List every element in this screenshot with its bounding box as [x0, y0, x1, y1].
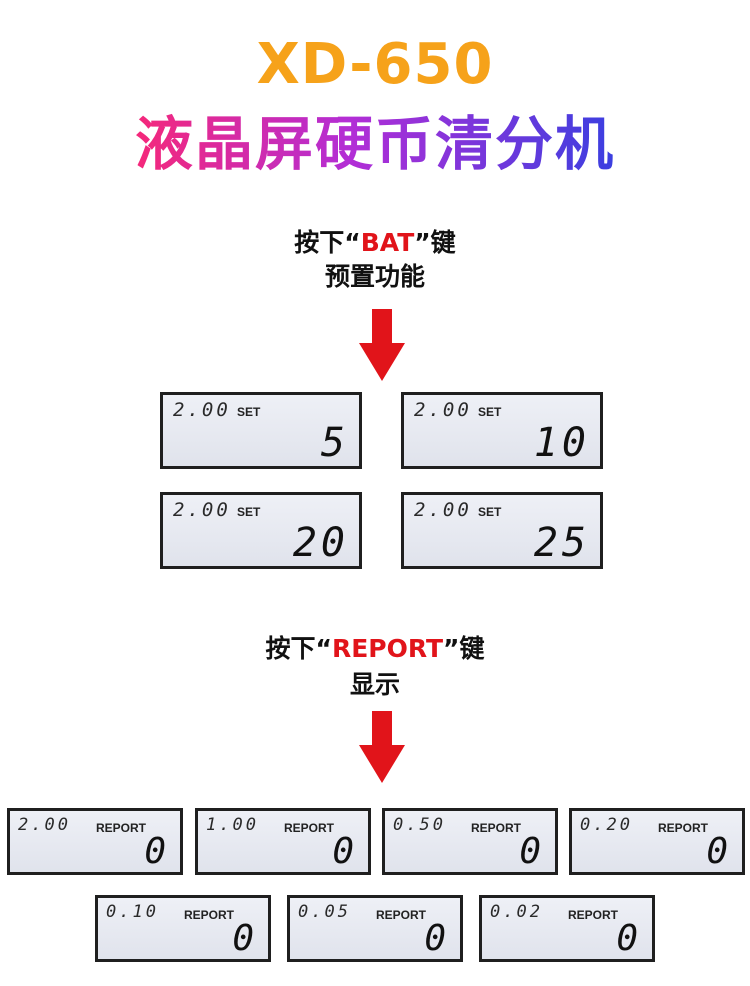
- denomination: 2.00: [18, 815, 71, 835]
- count-value: 5: [320, 420, 349, 466]
- mode-label: SET: [478, 505, 502, 519]
- count-value: 0: [332, 831, 358, 872]
- report-prefix: 按下“: [265, 634, 332, 663]
- bat-suffix: ”键: [414, 228, 456, 257]
- down-arrow-icon: [359, 309, 405, 381]
- mode-label: REPORT: [471, 821, 522, 835]
- lcd-display-report-6: 0.05 REPORT 0: [287, 895, 463, 962]
- count-value: 0: [616, 918, 642, 959]
- model-title: XD-650: [256, 32, 494, 97]
- mode-label: SET: [237, 405, 261, 419]
- report-instruction-line2: 显示: [349, 670, 400, 699]
- count-value: 25: [533, 520, 590, 566]
- down-arrow-icon: [359, 711, 405, 783]
- mode-label: REPORT: [284, 821, 335, 835]
- report-suffix: ”键: [443, 634, 485, 663]
- lcd-display-set-3: 2.00 SET 20: [160, 492, 362, 569]
- count-value: 10: [533, 420, 590, 466]
- bat-prefix: 按下“: [294, 228, 361, 257]
- denomination: 2.00: [173, 499, 231, 521]
- count-value: 20: [292, 520, 349, 566]
- denomination: 2.00: [414, 399, 472, 421]
- denomination: 0.10: [106, 902, 159, 922]
- report-instruction-line1: 按下“REPORT”键: [0, 632, 750, 666]
- product-title-text: 液晶屏硬币清分机: [134, 110, 615, 178]
- bat-instruction-line1: 按下“BAT”键: [0, 226, 750, 260]
- lcd-display-report-7: 0.02 REPORT 0: [479, 895, 655, 962]
- lcd-display-report-1: 2.00 REPORT 0: [7, 808, 183, 875]
- lcd-display-set-1: 2.00 SET 5: [160, 392, 362, 469]
- mode-label: REPORT: [376, 908, 427, 922]
- lcd-display-set-4: 2.00 SET 25: [401, 492, 603, 569]
- report-key-label: REPORT: [331, 634, 444, 663]
- lcd-display-report-2: 1.00 REPORT 0: [195, 808, 371, 875]
- mode-label: REPORT: [184, 908, 235, 922]
- count-value: 0: [424, 918, 450, 959]
- mode-label: SET: [237, 505, 261, 519]
- denomination: 0.05: [298, 902, 351, 922]
- count-value: 0: [232, 918, 258, 959]
- bat-key-label: BAT: [360, 228, 415, 257]
- lcd-display-set-2: 2.00 SET 10: [401, 392, 603, 469]
- denomination: 2.00: [173, 399, 231, 421]
- count-value: 0: [144, 831, 170, 872]
- count-value: 0: [519, 831, 545, 872]
- denomination: 2.00: [414, 499, 472, 521]
- product-title: 液晶屏硬币清分机: [0, 108, 750, 180]
- denomination: 1.00: [206, 815, 259, 835]
- denomination: 0.20: [580, 815, 633, 835]
- lcd-display-report-4: 0.20 REPORT 0: [569, 808, 745, 875]
- count-value: 0: [706, 831, 732, 872]
- lcd-display-report-5: 0.10 REPORT 0: [95, 895, 271, 962]
- denomination: 0.02: [490, 902, 543, 922]
- bat-instruction-line2: 预置功能: [324, 262, 425, 291]
- mode-label: REPORT: [568, 908, 619, 922]
- mode-label: REPORT: [96, 821, 147, 835]
- mode-label: REPORT: [658, 821, 709, 835]
- mode-label: SET: [478, 405, 502, 419]
- lcd-display-report-3: 0.50 REPORT 0: [382, 808, 558, 875]
- denomination: 0.50: [393, 815, 446, 835]
